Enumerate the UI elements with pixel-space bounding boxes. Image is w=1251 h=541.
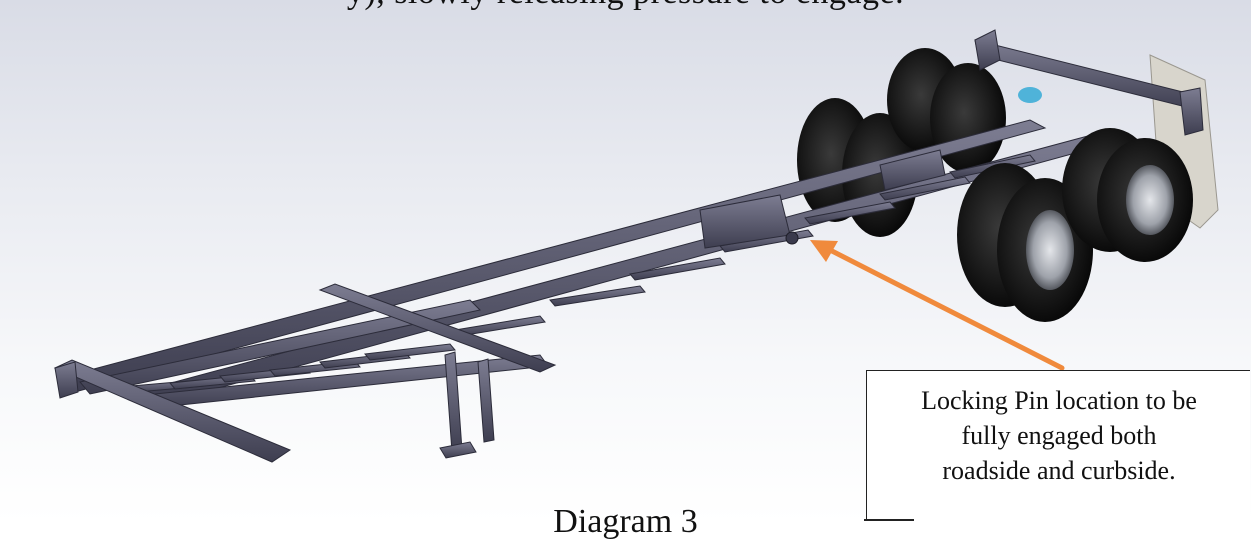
locking-pin	[785, 231, 799, 245]
footer-text-fragment: Diagram 3	[553, 503, 698, 540]
air-fitting	[1018, 87, 1042, 103]
wheel-hub	[1026, 210, 1074, 290]
callout-bottom-rule	[864, 519, 914, 521]
callout-text: Locking Pin location to be fully engaged…	[921, 386, 1197, 485]
chassis-frame	[53, 29, 1204, 463]
chassis-diagram	[53, 29, 1219, 463]
rear-wheels-front	[957, 128, 1193, 322]
header-text-fragment: y), slowly releasing pressure to engage.	[0, 0, 1251, 12]
callout-arrow	[810, 240, 1065, 371]
wheel-hub	[1126, 165, 1174, 235]
callout-box: Locking Pin location to be fully engaged…	[866, 370, 1250, 520]
